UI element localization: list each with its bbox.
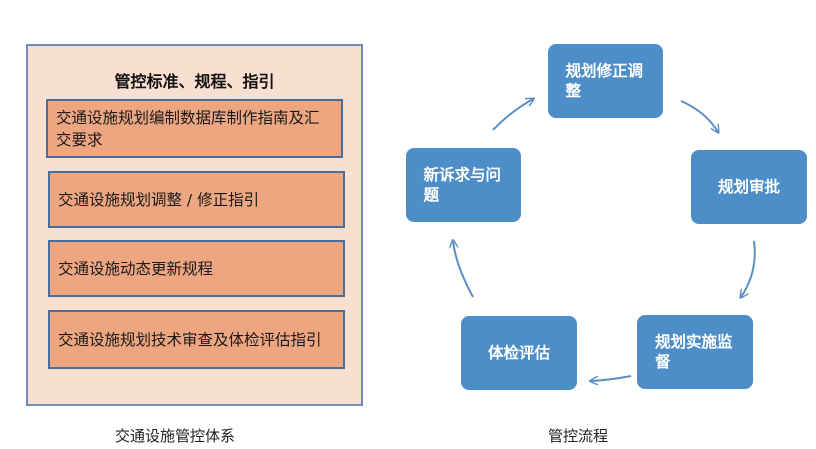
standard-item-adjustment-guide: 交通设施规划调整 / 修正指引 — [48, 171, 345, 228]
standard-item-label: 交通设施规划调整 / 修正指引 — [58, 190, 260, 209]
arrow-supervision-to-assessment — [591, 375, 632, 381]
node-implementation-supervision: 规划实施监督 — [637, 315, 753, 389]
panel-title: 管控标准、规程、指引 — [114, 72, 275, 91]
standard-item-label: 交通设施规划编制数据库制作指南及汇交要求 — [56, 108, 320, 149]
node-health-assessment: 体检评估 — [461, 316, 577, 390]
standard-item-label: 交通设施动态更新规程 — [58, 259, 214, 278]
node-new-demands: 新诉求与问题 — [406, 148, 521, 222]
right-caption: 管控流程 — [548, 427, 609, 445]
standard-item-dynamic-update: 交通设施动态更新规程 — [48, 240, 345, 297]
arrow-assessment-to-demands — [453, 241, 474, 298]
standard-item-review-guide: 交通设施规划技术审查及体检评估指引 — [48, 310, 345, 369]
standard-item-database-guide: 交通设施规划编制数据库制作指南及汇交要求 — [46, 99, 343, 158]
arrow-approval-to-supervision — [741, 240, 756, 297]
node-plan-approval: 规划审批 — [691, 150, 807, 224]
arrow-revision-to-approval — [680, 100, 718, 132]
left-caption: 交通设施管控体系 — [115, 427, 236, 445]
arrow-demands-to-revision — [492, 99, 533, 131]
standard-item-label: 交通设施规划技术审查及体检评估指引 — [58, 330, 322, 349]
node-plan-revision: 规划修正调整 — [548, 44, 663, 118]
